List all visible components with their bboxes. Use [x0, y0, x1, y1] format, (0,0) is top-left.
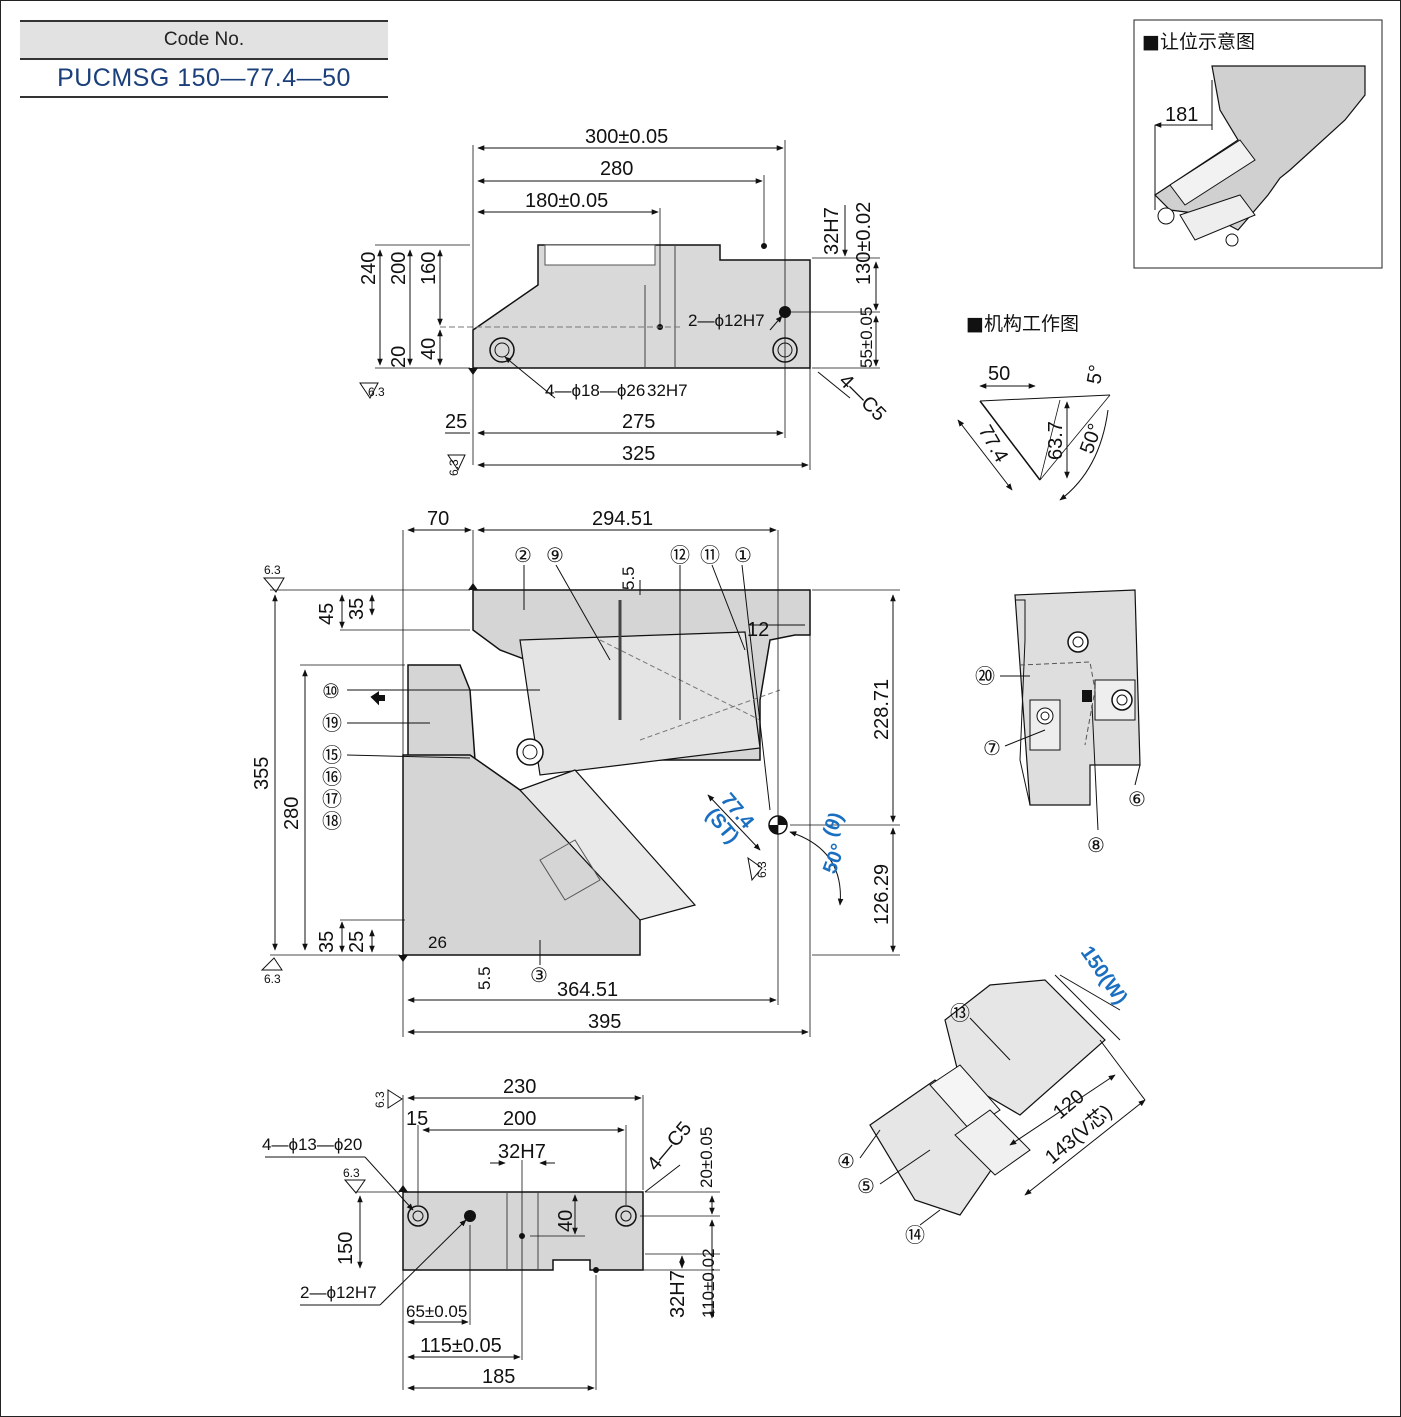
angle-theta-label: (θ) — [819, 810, 848, 840]
roughness-6-3: 6.3 — [447, 459, 461, 476]
callout-3: ③ — [530, 965, 548, 987]
callout-15: ⑮ — [322, 744, 342, 767]
dim-40: 40 — [418, 338, 440, 360]
callout-4: ④ — [837, 1151, 855, 1173]
callout-8: ⑧ — [1087, 835, 1105, 857]
dim-35-top: 35 — [346, 598, 368, 620]
dim-200: 200 — [503, 1108, 536, 1130]
dim-5-5-top: 5.5 — [619, 566, 638, 590]
callout-12: ⑫ — [670, 544, 690, 567]
dim-35-bottom: 35 — [316, 931, 338, 953]
callout-11: ⑪ — [700, 544, 720, 567]
dim-395: 395 — [588, 1011, 621, 1033]
note-2-phi12h7-top: 2—ϕ12H7 — [688, 311, 765, 330]
top-view: 300±0.05 280 180±0.05 240 200 160 20 40 … — [358, 126, 890, 476]
callout-18: ⑱ — [322, 810, 342, 833]
dim-45: 45 — [316, 603, 338, 625]
roughness-6-3: 6.3 — [343, 1166, 360, 1180]
roughness-6-3: 6.3 — [755, 861, 769, 878]
dim-300: 300±0.05 — [585, 126, 668, 148]
roughness-6-3: 6.3 — [264, 972, 281, 986]
dim-325: 325 — [622, 443, 655, 465]
dim-40-bottom: 40 — [555, 1210, 577, 1232]
chamfer-4-c5-top: 4—C5 — [834, 370, 890, 426]
angle-5: 5° — [1083, 363, 1108, 386]
dim-12: 12 — [747, 619, 769, 641]
dim-130: 130±0.02 — [853, 202, 875, 285]
dim-275: 275 — [622, 411, 655, 433]
note-4-phi18-phi26: 4—ϕ18—ϕ26 — [545, 381, 645, 400]
roughness-6-3: 6.3 — [373, 1091, 387, 1108]
dim-15: 15 — [406, 1108, 428, 1130]
dim-25: 25 — [445, 411, 467, 433]
note-4-phi13-phi20: 4—ϕ13—ϕ20 — [262, 1135, 362, 1154]
dim-32h7-top: 32H7 — [821, 207, 843, 255]
callout-1: ① — [734, 545, 752, 567]
isometric-view: 150(W) 120 143(V芯) ⑬ ④ ⑤ ⑭ — [837, 942, 1146, 1247]
dim-126-29: 126.29 — [871, 864, 893, 925]
dim-280-front: 280 — [281, 797, 303, 830]
roughness-6-3: 6.3 — [264, 563, 281, 577]
dim-228-71: 228.71 — [871, 679, 893, 740]
code-number-box: Code No. PUCMSG 150—77.4—50 — [20, 20, 388, 98]
dim-32h7-bottom-right: 32H7 — [667, 1270, 689, 1318]
dim-63-7: 63.7 — [1045, 421, 1067, 460]
detail-view: ⑳ ⑦ ⑥ ⑧ — [975, 589, 1146, 857]
dim-364-51: 364.51 — [557, 979, 618, 1001]
dim-294-51: 294.51 — [592, 508, 653, 530]
callout-9: ⑨ — [546, 545, 564, 567]
dim-160: 160 — [418, 252, 440, 285]
dim-70: 70 — [427, 508, 449, 530]
mechanism-inset: ■机构工作图 50 5° 77.4 63.7 50° — [957, 313, 1111, 501]
code-number-header: Code No. — [20, 20, 388, 60]
dim-5-5-bottom: 5.5 — [475, 966, 494, 990]
dim-25-front: 25 — [346, 931, 368, 953]
dim-150: 150 — [335, 1232, 357, 1265]
dim-110: 110±0.02 — [699, 1248, 718, 1318]
note-2-phi12h7-bottom: 2—ϕ12H7 — [300, 1283, 377, 1302]
angle-50: 50° — [819, 841, 850, 877]
width-150-w: 150(W) — [1076, 942, 1132, 1008]
dim-185: 185 — [482, 1366, 515, 1388]
dim-230: 230 — [503, 1076, 536, 1098]
dim-65: 65±0.05 — [406, 1302, 467, 1321]
clearance-inset-title: ■让位示意图 — [1142, 31, 1255, 53]
dim-355: 355 — [251, 757, 273, 790]
callout-6: ⑥ — [1128, 789, 1146, 811]
dim-32h7-bottom: 32H7 — [498, 1141, 546, 1163]
callout-17: ⑰ — [322, 788, 342, 811]
chamfer-4-c5-bottom: 4—C5 — [643, 1118, 696, 1176]
dim-77-4-inset: 77.4 — [974, 422, 1013, 467]
dim-240: 240 — [358, 252, 380, 285]
callout-16: ⑯ — [322, 766, 342, 789]
mechanism-inset-title: ■机构工作图 — [966, 313, 1079, 335]
dim-115: 115±0.05 — [420, 1335, 502, 1357]
dim-181: 181 — [1165, 104, 1198, 126]
dim-280: 280 — [600, 158, 633, 180]
dim-20-bottom: 20±0.05 — [697, 1127, 716, 1188]
note-32h7-top: 32H7 — [647, 381, 688, 400]
dim-180: 180±0.05 — [525, 190, 608, 212]
callout-13: ⑬ — [950, 1002, 970, 1025]
callout-2: ② — [514, 545, 532, 567]
clearance-inset: ■让位示意图 181 — [1133, 19, 1383, 269]
dim-20: 20 — [388, 346, 410, 368]
callout-20: ⑳ — [975, 665, 995, 688]
callout-5: ⑤ — [857, 1176, 875, 1198]
roughness-6-3: 6.3 — [368, 385, 385, 399]
callout-7: ⑦ — [983, 738, 1001, 760]
callout-14: ⑭ — [905, 1224, 925, 1247]
callout-19: ⑲ — [322, 712, 342, 735]
front-view: 70 294.51 5.5 12 45 35 355 280 228.71 12… — [251, 508, 900, 1037]
angle-50-inset: 50° — [1076, 421, 1107, 457]
code-number-value: PUCMSG 150—77.4—50 — [20, 60, 388, 98]
dim-26: 26 — [428, 933, 447, 952]
bottom-view: 230 15 200 32H7 4—C5 20±0.05 40 150 32H7… — [262, 1076, 720, 1391]
dim-200: 200 — [388, 252, 410, 285]
callout-10: ⑩ — [322, 681, 340, 703]
dim-55: 55±0.05 — [857, 307, 876, 368]
dim-50: 50 — [988, 363, 1010, 385]
